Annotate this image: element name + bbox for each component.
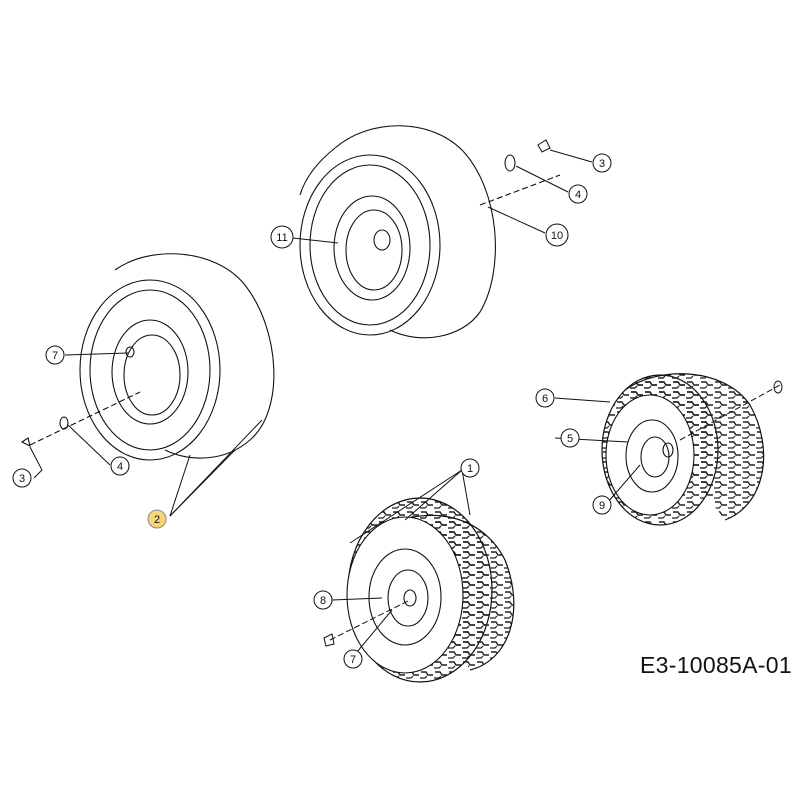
svg-text:2: 2 (154, 514, 160, 526)
svg-text:7: 7 (350, 654, 356, 666)
svg-text:9: 9 (599, 500, 605, 512)
callout-5: 5 (560, 428, 580, 448)
callout-1: 1 (460, 458, 480, 478)
callout-2-highlighted: 2 (147, 509, 167, 529)
svg-text:3: 3 (599, 158, 605, 170)
callout-11: 11 (270, 225, 294, 249)
callout-3-top: 3 (592, 153, 612, 173)
svg-text:1: 1 (467, 463, 473, 475)
svg-text:4: 4 (117, 461, 123, 473)
svg-text:8: 8 (320, 595, 326, 607)
callout-3-left: 3 (12, 468, 32, 488)
svg-text:4: 4 (575, 189, 581, 201)
callout-10: 10 (545, 223, 569, 247)
callout-4-left: 4 (110, 456, 130, 476)
callout-9: 9 (592, 495, 612, 515)
svg-text:7: 7 (52, 350, 58, 362)
wheel-front-bottom (323, 497, 515, 683)
wheel-rear-left (20, 253, 275, 461)
leader-lines (29, 149, 641, 659)
callout-7-bottom: 7 (343, 649, 363, 669)
svg-text:11: 11 (276, 232, 287, 244)
wheel-rear-top (299, 125, 561, 339)
svg-text:3: 3 (19, 473, 25, 485)
drawing-code: E3-10085A-01 (640, 652, 792, 678)
svg-text:5: 5 (567, 433, 573, 445)
callout-8: 8 (313, 590, 333, 610)
callout-4-top: 4 (568, 184, 588, 204)
svg-text:6: 6 (542, 393, 548, 405)
callout-6: 6 (535, 388, 555, 408)
callout-7-left: 7 (45, 345, 65, 365)
svg-text:10: 10 (551, 230, 563, 242)
wheel-front-right (601, 373, 783, 526)
hardware-top-right (504, 139, 551, 172)
